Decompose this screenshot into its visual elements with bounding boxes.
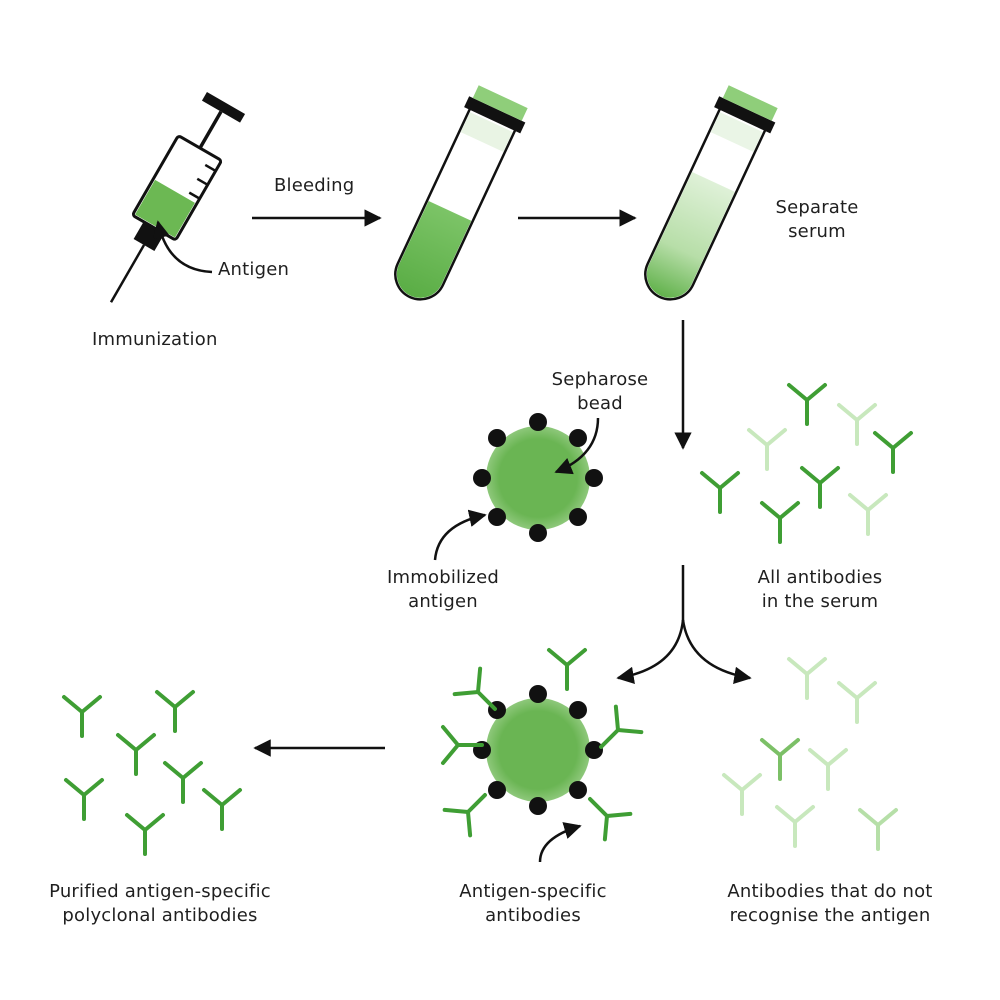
- blood-tube-icon: [394, 85, 528, 301]
- antibody-icon: [848, 493, 888, 536]
- antibody-icon: [787, 657, 827, 700]
- antibody-icon: [116, 733, 156, 776]
- bead-pointer-arrow: [554, 417, 600, 475]
- label-antigen-specific: Antigen-specific antibodies: [459, 881, 607, 926]
- label-immobilized-antigen: Immobilized antigen: [387, 567, 499, 612]
- antibody-icon: [202, 788, 242, 831]
- label-all-antibodies: All antibodies in the serum: [757, 567, 883, 612]
- label-bleeding: Bleeding: [274, 175, 355, 196]
- antibody-icon: [760, 501, 800, 544]
- antigen-specific-pointer-arrow: [538, 822, 582, 863]
- antibody-icon: [125, 813, 165, 856]
- antibody-icon: [747, 428, 787, 471]
- antibody-icon: [775, 805, 815, 848]
- label-separate-serum: Separate serum: [775, 197, 859, 242]
- serum-tube-icon: [644, 85, 778, 301]
- antibody-icon: [64, 778, 104, 821]
- antibody-icon: [547, 648, 587, 691]
- label-immunization: Immunization: [92, 329, 218, 350]
- label-sepharose-bead: Sepharose bead: [551, 369, 649, 414]
- antibody-icon: [858, 808, 898, 851]
- antibody-icon: [155, 690, 195, 733]
- split-arrow-left: [616, 619, 685, 685]
- split-arrow-right: [681, 619, 752, 685]
- purified-antibodies-group: [62, 690, 242, 856]
- sepharose-bead-icon: [473, 413, 603, 542]
- label-non-binding: Antibodies that do not recognise the ant…: [727, 881, 933, 926]
- bound-bead-icon: [441, 648, 641, 839]
- serum-antibodies-group: [700, 383, 913, 544]
- antibody-icon: [62, 695, 102, 738]
- antibody-icon: [760, 738, 800, 781]
- antibody-icon: [441, 725, 484, 765]
- label-purified: Purified antigen-specific polyclonal ant…: [49, 881, 271, 926]
- antibody-icon: [837, 403, 877, 446]
- antibody-icon: [722, 773, 762, 816]
- nonbinding-antibodies-group: [722, 657, 898, 851]
- antibody-icon: [800, 466, 840, 509]
- antibody-icon: [808, 748, 848, 791]
- immobilized-pointer-arrow: [433, 509, 487, 561]
- antibody-icon: [873, 431, 913, 474]
- antibody-icon: [700, 471, 740, 514]
- antibody-icon: [163, 761, 203, 804]
- antibody-icon: [837, 681, 877, 724]
- syringe-icon: [109, 92, 246, 303]
- antibody-icon: [787, 383, 827, 426]
- label-antigen: Antigen: [218, 259, 290, 280]
- antigen-pointer-arrow: [152, 220, 213, 274]
